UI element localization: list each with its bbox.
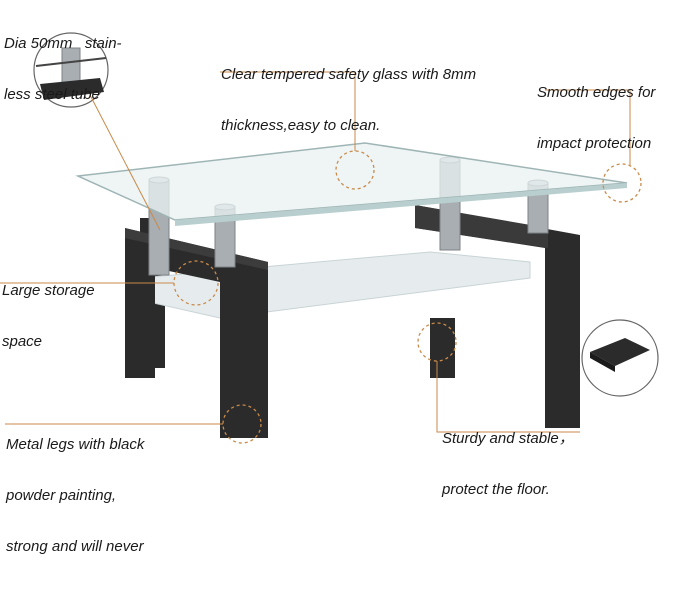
back-right-leg xyxy=(430,318,455,378)
legs-annotation-line-2: powder painting, xyxy=(6,487,117,504)
glass-edge xyxy=(175,183,627,226)
glass-annotation-line-1: Clear tempered safety glass with 8mm xyxy=(221,66,477,83)
sturdy-annotation-line-2: protect the floor. xyxy=(442,481,550,498)
edges-annotation-line-1: Smooth edges for xyxy=(537,84,656,101)
legs-annotation-line-3: strong and will never xyxy=(6,538,144,555)
leg-closeup-inset xyxy=(581,319,659,397)
legs-annotation: Metal legs with black powder painting, s… xyxy=(6,402,144,589)
storage-annotation-line-2: space xyxy=(2,333,43,350)
callout-lines xyxy=(0,71,631,433)
storage-annotation-line-1: Large storage xyxy=(2,282,95,299)
tube-annotation-line-1: Dia 50mm stain- xyxy=(4,35,122,52)
edges-annotation-line-2: impact protection xyxy=(537,135,652,152)
glass-annotation: Clear tempered safety glass with 8mm thi… xyxy=(221,32,476,168)
legs-annotation-line-1: Metal legs with black xyxy=(6,436,145,453)
storage-annotation: Large storage space xyxy=(2,248,95,384)
tube-annotation-line-2: less steel tube xyxy=(4,86,100,103)
left-frame xyxy=(125,228,268,438)
tube-annotation: Dia 50mm stain- less steel tube xyxy=(4,1,122,137)
product-image: Dia 50mm stain- less steel tube Clear te… xyxy=(0,1,659,555)
edges-annotation: Smooth edges for impact protection xyxy=(537,50,655,186)
tube-closeup-inset xyxy=(33,32,109,108)
sturdy-annotation-line-1: Sturdy and stable， xyxy=(442,430,574,447)
sturdy-annotation: Sturdy and stable， protect the floor. xyxy=(442,396,574,532)
glass-annotation-line-2: thickness,easy to clean. xyxy=(221,117,381,134)
coffee-table-illustration xyxy=(0,32,659,444)
